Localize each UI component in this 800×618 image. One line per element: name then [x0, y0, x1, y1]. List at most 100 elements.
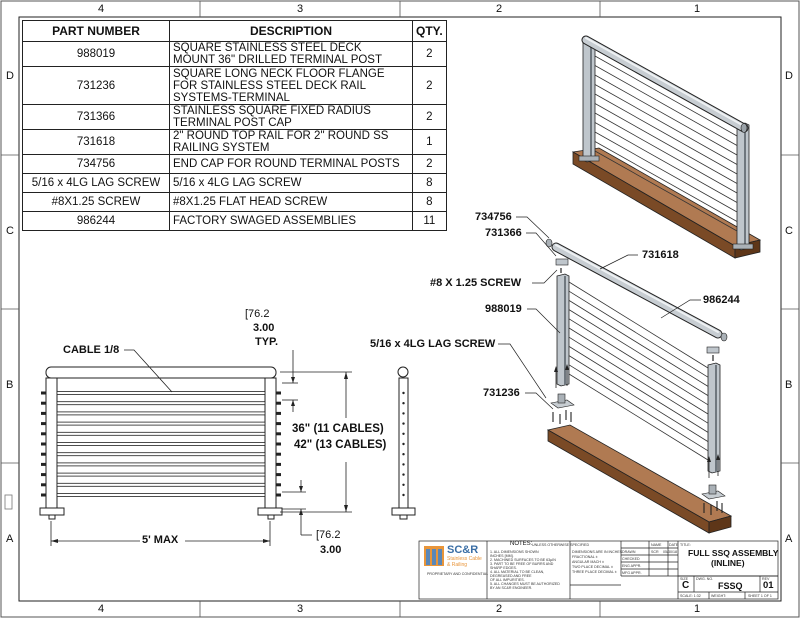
tolerance-line: DIMENSIONS ARE IN INCHES [572, 550, 623, 554]
zone-top-4: 4 [98, 3, 105, 15]
zone-bottom-3: 3 [297, 603, 304, 615]
top-dim-value: 3.00 [253, 322, 275, 334]
front-view [39, 349, 352, 546]
front-left-flange [39, 507, 65, 516]
weight-label: WEIGHT: [711, 594, 726, 598]
iso-cable [594, 74, 738, 156]
front-cable [56, 493, 266, 497]
exploded-cable [568, 346, 709, 433]
callout-8-screw: #8 X 1.25 SCREW [430, 277, 522, 289]
iso-cable [594, 131, 738, 213]
notes-title: NOTES: [510, 541, 533, 547]
note-line: 1. ALL DIMENSIONS SHOWN [490, 550, 539, 554]
note-line: BY AN SC&R ENGINEER. [490, 586, 533, 590]
zone-left-d: D [6, 70, 14, 82]
drawing-title-2: (INLINE) [711, 558, 745, 568]
bom-row: 734756 END CAP FOR ROUND TERMINAL POSTS … [22, 154, 447, 174]
logo-sub2: & Railing [447, 562, 468, 568]
iso-cable [594, 93, 738, 175]
size-value: C [682, 580, 690, 591]
exploded-cable [568, 336, 709, 424]
callout-986244: 986244 [703, 294, 740, 306]
iso-cable [594, 55, 738, 137]
cable-end-fitting [276, 391, 281, 395]
exploded-cable [568, 364, 709, 452]
callout-leaders [498, 216, 701, 410]
front-cable [56, 401, 266, 406]
front-cable [56, 411, 266, 416]
bom-header-qty: QTY. [412, 20, 447, 42]
bom-description: 5/16 x 4LG LAG SCREW [169, 173, 413, 193]
zone-bottom-4: 4 [98, 603, 105, 615]
rev-value: 01 [763, 580, 774, 591]
mfg-appr-label: MFG APPR. [622, 571, 642, 575]
cable-end-fitting [276, 462, 281, 466]
bom-qty: 11 [412, 211, 447, 231]
bom-row: 986244 FACTORY SWAGED ASSEMBLIES 11 [22, 211, 447, 231]
bill-of-materials: PART NUMBER DESCRIPTION QTY. 988019 SQUA… [22, 20, 447, 231]
note-line: SHARP EDGES. [490, 566, 517, 570]
cable-end-fitting [276, 401, 281, 405]
bom-part-number: 731366 [22, 104, 170, 130]
drawing-title-1: FULL SSQ ASSEMBLY [688, 548, 779, 558]
iso-cable [594, 112, 738, 194]
bom-part-number: 734756 [22, 154, 170, 174]
bom-part-number: 988019 [22, 41, 170, 67]
front-cable [56, 421, 266, 426]
note-line: 4. ALL MATERIAL TO BE CLEAN, [490, 570, 545, 574]
zone-right-d: D [785, 70, 793, 82]
iso-cable [594, 65, 738, 146]
dwg-no-value: FSSQ [718, 581, 743, 591]
exploded-cable [568, 290, 709, 378]
front-cable [56, 462, 266, 467]
cable-leader [124, 349, 173, 393]
zone-top-2: 2 [496, 3, 503, 15]
checked-label: CHECKED [622, 557, 640, 561]
callout-734756: 734756 [475, 211, 512, 223]
post-hole [402, 402, 405, 405]
zone-top-3: 3 [297, 3, 304, 15]
zone-right-b: B [785, 379, 793, 391]
bom-row: #8X1.25 SCREW #8X1.25 FLAT HEAD SCREW 8 [22, 192, 447, 212]
cable-end-fitting [276, 411, 281, 415]
callout-731366: 731366 [485, 227, 522, 239]
rev-header: REV [762, 577, 770, 581]
bom-part-number: 5/16 x 4LG LAG SCREW [22, 173, 170, 193]
front-top-rail [45, 366, 277, 379]
cable-end-fitting [276, 432, 281, 436]
front-cables [41, 391, 281, 497]
exploded-cable [568, 355, 709, 442]
post-hole [402, 473, 405, 476]
bom-header-row: PART NUMBER DESCRIPTION QTY. [22, 20, 447, 42]
note-line: 5. ALL CHANGES MUST BE AUTHORIZED [490, 582, 560, 586]
bom-part-number: 731236 [22, 66, 170, 105]
front-cable [56, 472, 266, 477]
tolerance-line: THREE PLACE DECIMAL ± [572, 570, 617, 574]
callout-lag-screw: 5/16 x 4LG LAG SCREW [370, 338, 496, 350]
cable-end-fitting [41, 473, 46, 477]
cable-end-fitting [276, 483, 281, 487]
exploded-cable [568, 327, 709, 415]
bottom-dim-value: 3.00 [320, 544, 342, 556]
post-hole [402, 493, 405, 497]
zone-right-c: C [785, 225, 793, 237]
bom-row: 731618 2" ROUND TOP RAIL FOR 2" ROUND SS… [22, 129, 447, 155]
bom-qty: 8 [412, 173, 447, 193]
bom-description: #8X1.25 FLAT HEAD SCREW [169, 192, 413, 212]
proprietary-label: PROPRIETARY AND CONFIDENTIAL [427, 572, 489, 576]
sheet-label: SHEET 1 OF 1 [748, 594, 772, 598]
height-42-label: 42" (13 CABLES) [294, 439, 387, 451]
zone-top-1: 1 [694, 3, 701, 15]
cable-end-fitting [41, 422, 46, 426]
tolerance-line: FRACTIONAL ± [572, 555, 598, 559]
logo-main: SC&R [447, 544, 479, 556]
name-header: NAME [651, 543, 662, 547]
iso-cable [594, 150, 738, 232]
height-36-label: 36" (11 CABLES) [292, 423, 384, 435]
bom-qty: 2 [412, 154, 447, 174]
